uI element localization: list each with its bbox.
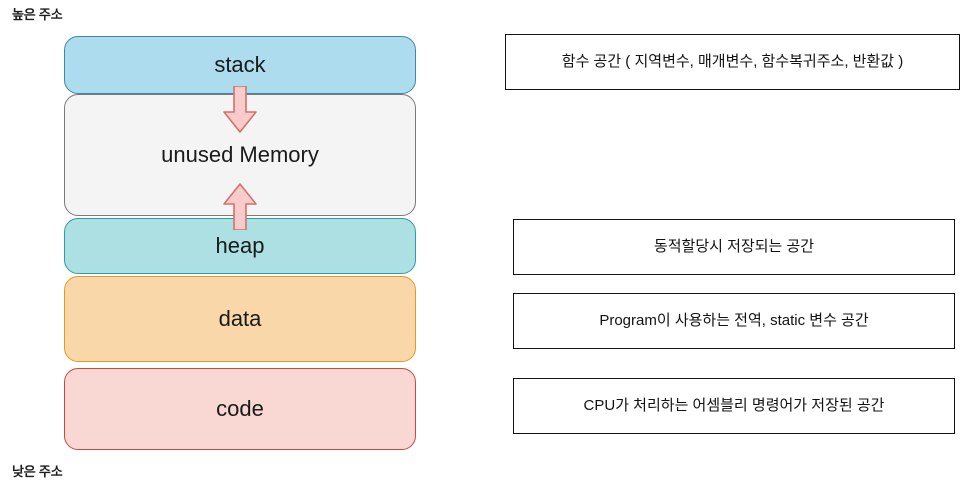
annotation-box-data: Program이 사용하는 전역, static 변수 공간 (513, 293, 955, 349)
memory-block-stack: stack (64, 36, 416, 94)
memory-block-unused: unused Memory (64, 94, 416, 216)
low-address-label: 낮은 주소 (12, 464, 63, 479)
memory-block-unused-label: unused Memory (161, 142, 319, 167)
annotation-text-data: Program이 사용하는 전역, static 변수 공간 (599, 311, 869, 329)
high-address-label: 높은 주소 (12, 7, 63, 22)
memory-block-data: data (64, 276, 416, 362)
memory-block-stack-label: stack (214, 52, 266, 77)
memory-block-heap: heap (64, 218, 416, 274)
annotation-text-code: CPU가 처리하는 어셈블리 명령어가 저장된 공간 (583, 396, 885, 414)
annotation-text-stack: 함수 공간 ( 지역변수, 매개변수, 함수복귀주소, 반환값 ) (561, 52, 904, 70)
memory-block-code-label: code (216, 396, 264, 421)
annotation-text-heap: 동적할당시 저장되는 공간 (653, 237, 815, 255)
memory-block-code: code (64, 368, 416, 450)
annotation-box-heap: 동적할당시 저장되는 공간 (513, 219, 955, 275)
annotation-box-stack: 함수 공간 ( 지역변수, 매개변수, 함수복귀주소, 반환값 ) (505, 34, 960, 90)
annotation-box-code: CPU가 처리하는 어셈블리 명령어가 저장된 공간 (513, 378, 955, 434)
memory-block-data-label: data (218, 306, 262, 331)
memory-block-heap-label: heap (215, 233, 265, 258)
